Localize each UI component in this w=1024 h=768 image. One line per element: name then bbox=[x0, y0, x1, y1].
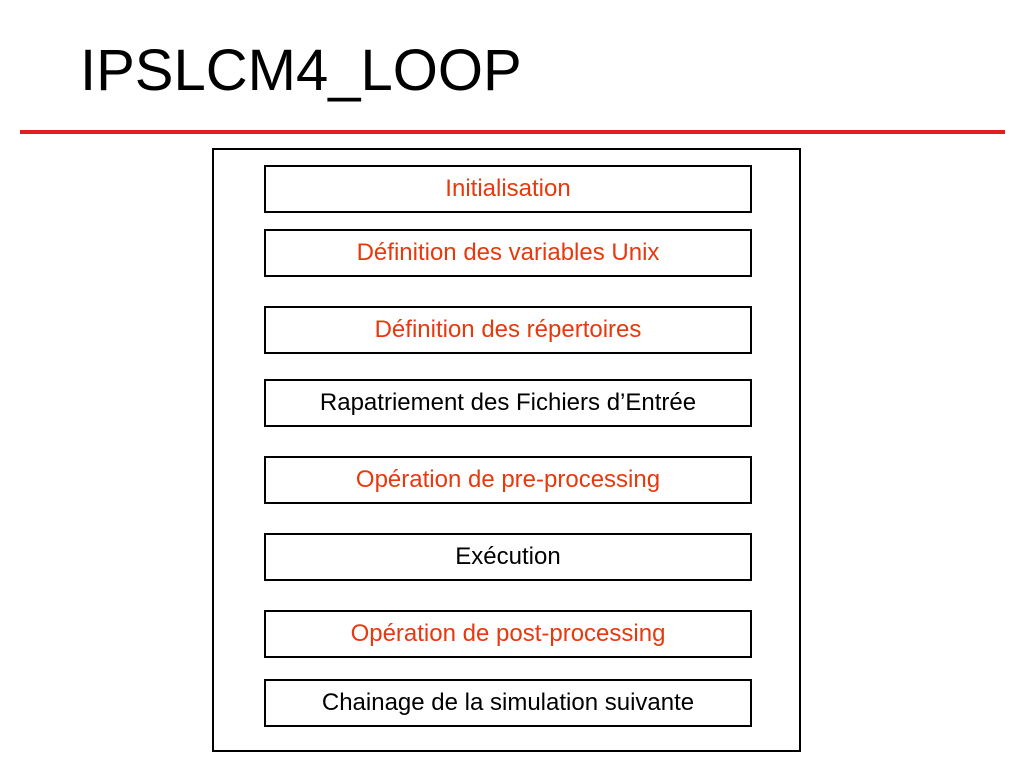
step-next-simulation: Chainage de la simulation suivante bbox=[264, 679, 752, 727]
slide-title: IPSLCM4_LOOP bbox=[80, 38, 522, 103]
title-divider bbox=[20, 130, 1005, 134]
step-initialisation: Initialisation bbox=[264, 165, 752, 213]
step-unix-variables: Définition des variables Unix bbox=[264, 229, 752, 277]
step-post-processing: Opération de post-processing bbox=[264, 610, 752, 658]
step-execution: Exécution bbox=[264, 533, 752, 581]
step-input-files: Rapatriement des Fichiers d’Entrée bbox=[264, 379, 752, 427]
loop-frame bbox=[212, 148, 801, 752]
step-pre-processing: Opération de pre-processing bbox=[264, 456, 752, 504]
step-directories: Définition des répertoires bbox=[264, 306, 752, 354]
